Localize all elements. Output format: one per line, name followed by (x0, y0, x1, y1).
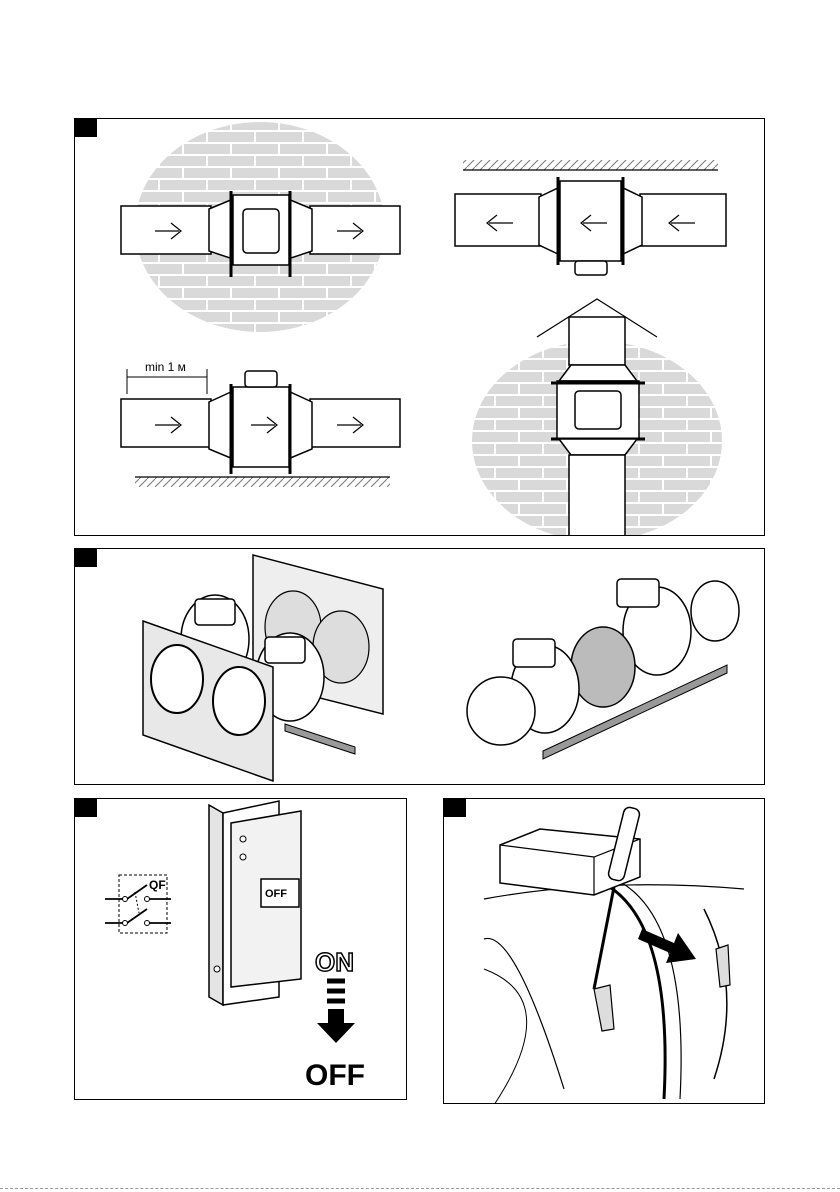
multi-fan-illustration (75, 549, 765, 785)
duct-fan-horizontal-ceiling (455, 160, 726, 275)
installation-positions-panel: min 1 м (74, 118, 765, 536)
qf-label: QF (149, 878, 166, 892)
series-fans-rail (467, 579, 739, 759)
breaker-lever-label: OFF (265, 888, 287, 900)
clamp-latch (594, 945, 730, 1031)
direction-arrow-icon (317, 1009, 355, 1043)
breaker-illustration: QF OFF ON OFF (75, 799, 407, 1100)
breaker-device: OFF (209, 801, 301, 1005)
clamp-illustration (444, 799, 765, 1104)
state-off-label: OFF (305, 1059, 365, 1092)
installation-illustration: min 1 м (75, 119, 765, 536)
fan-housing (484, 877, 744, 1104)
switch-schematic: QF (105, 875, 171, 933)
page-bottom-rule (0, 1188, 840, 1189)
state-on-label: ON (315, 947, 354, 977)
direction-arrow-icon (638, 929, 696, 963)
min-distance-label: min 1 м (145, 360, 186, 374)
circuit-breaker-panel: QF OFF ON OFF (74, 798, 407, 1100)
screwdriver-icon (594, 806, 641, 989)
duct-fan-horizontal-floor: min 1 м (121, 360, 400, 487)
clamp-release-panel (443, 798, 765, 1104)
parallel-fans-plates (143, 555, 383, 781)
parallel-series-panel (74, 548, 765, 785)
on-off-indicator: ON OFF (305, 947, 365, 1092)
